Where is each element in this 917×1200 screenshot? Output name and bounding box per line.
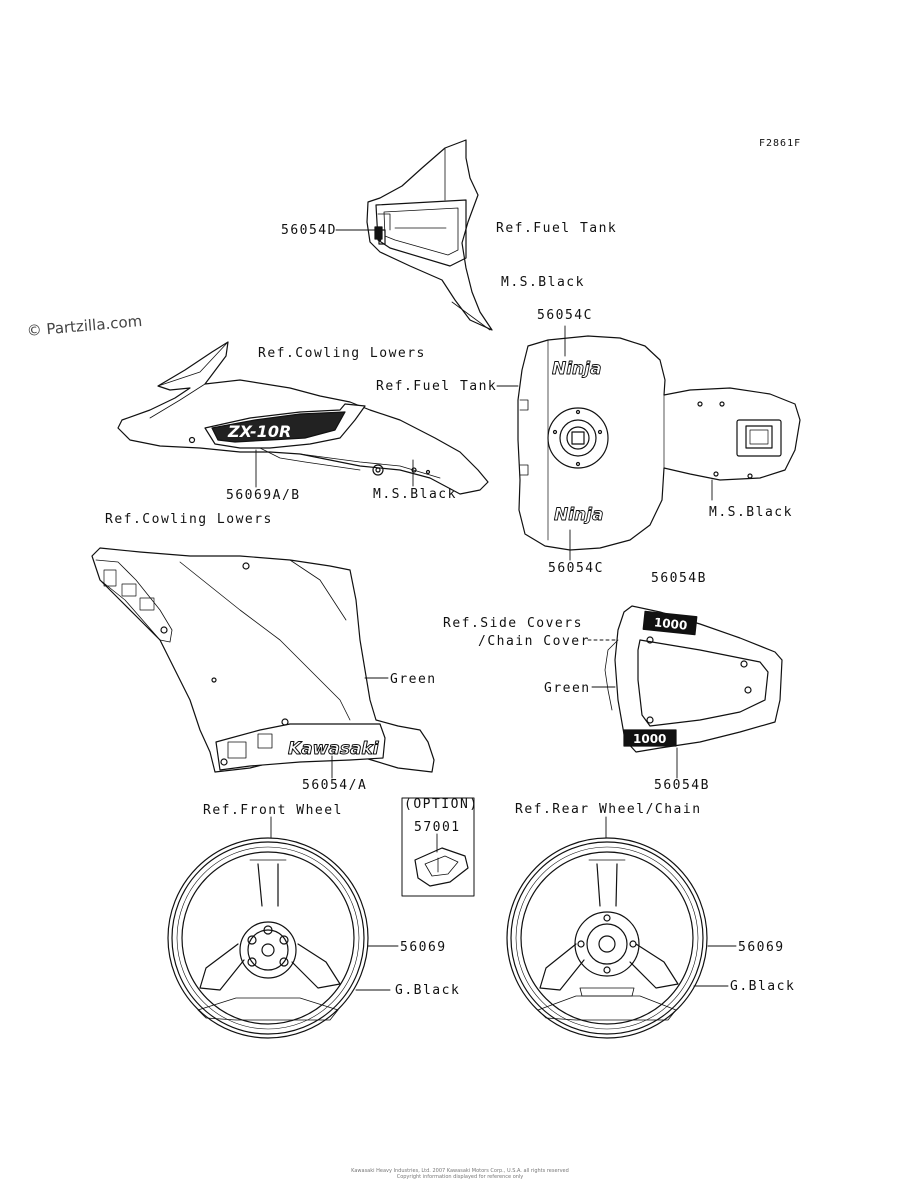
upper-cowl-leader-lines [255, 449, 414, 488]
option-header: (OPTION) [404, 797, 479, 812]
front-wheel-drawing [167, 837, 369, 1039]
fuel-tank-drawing: Ninja Ninja [517, 335, 801, 551]
fairing-color-note: Green [390, 672, 437, 687]
front-wheel-ref: Ref.Front Wheel [203, 803, 343, 818]
side-cover-model-top: 1000 [653, 615, 688, 632]
option-part-number: 57001 [414, 820, 461, 835]
tank-ref-fuel-tank: Ref.Fuel Tank [376, 379, 498, 394]
upper-cowl-drawing: ZX-10R [117, 341, 489, 495]
lower-fairing-leader-lines [331, 677, 389, 779]
front-wheel-leader-lines [270, 816, 399, 991]
side-cover-drawing: 1000 1000 [604, 605, 783, 753]
side-ref-chain-cover: /Chain Cover [478, 634, 590, 649]
cowl-ref-lowers-bottom: Ref.Cowling Lowers [105, 512, 273, 527]
side-ref-covers: Ref.Side Covers [443, 616, 583, 631]
side-cover-part-number-bottom: 56054B [654, 778, 710, 793]
tail-cowl-drawing [366, 139, 493, 331]
figure-code: F2861F [759, 138, 802, 149]
zx10r-decal: ZX-10R [227, 422, 291, 441]
footer-line-2: Copyright information displayed for refe… [396, 1174, 524, 1180]
cowl-part-number: 56069A/B [226, 488, 301, 503]
footer-line-1: Kawasaki Heavy Industries, Ltd. 2007 Kaw… [351, 1168, 569, 1174]
copyright-footer: Kawasaki Heavy Industries, Ltd. 2007 Kaw… [300, 1168, 620, 1180]
cowl-ref-lowers-top: Ref.Cowling Lowers [258, 346, 426, 361]
rear-wheel-part-number: 56069 [738, 940, 785, 955]
rear-wheel-leader-lines [605, 816, 737, 987]
side-cover-leader-lines [587, 639, 678, 779]
rear-wheel-ref: Ref.Rear Wheel/Chain [515, 802, 702, 817]
lower-fairing-drawing: Kawasaki [91, 547, 435, 773]
rear-wheel-color-note: G.Black [730, 979, 796, 994]
rear-wheel-drawing [506, 837, 708, 1039]
side-cover-model-bottom: 1000 [633, 732, 666, 746]
front-wheel-color-note: G.Black [395, 983, 461, 998]
tank-part-number-top: 56054C [537, 308, 593, 323]
tail-ref-fuel-tank: Ref.Fuel Tank [496, 221, 618, 236]
tank-part-number-bottom: 56054C [548, 561, 604, 576]
kawasaki-decal: Kawasaki [288, 739, 380, 759]
option-box-drawing [401, 797, 475, 897]
tank-color-note: M.S.Black [709, 505, 793, 520]
fuel-tank-leader-lines [496, 325, 713, 561]
cowl-color-note: M.S.Black [373, 487, 457, 502]
front-wheel-part-number: 56069 [400, 940, 447, 955]
side-cover-part-number-top: 56054B [651, 571, 707, 586]
tail-color-note: M.S.Black [501, 275, 585, 290]
fairing-part-number: 56054/A [302, 778, 368, 793]
side-color-note: Green [544, 681, 591, 696]
ninja-decal-bottom: Ninja [554, 505, 603, 525]
tail-part-number: 56054D [281, 223, 337, 238]
ninja-decal-top: Ninja [552, 359, 601, 379]
